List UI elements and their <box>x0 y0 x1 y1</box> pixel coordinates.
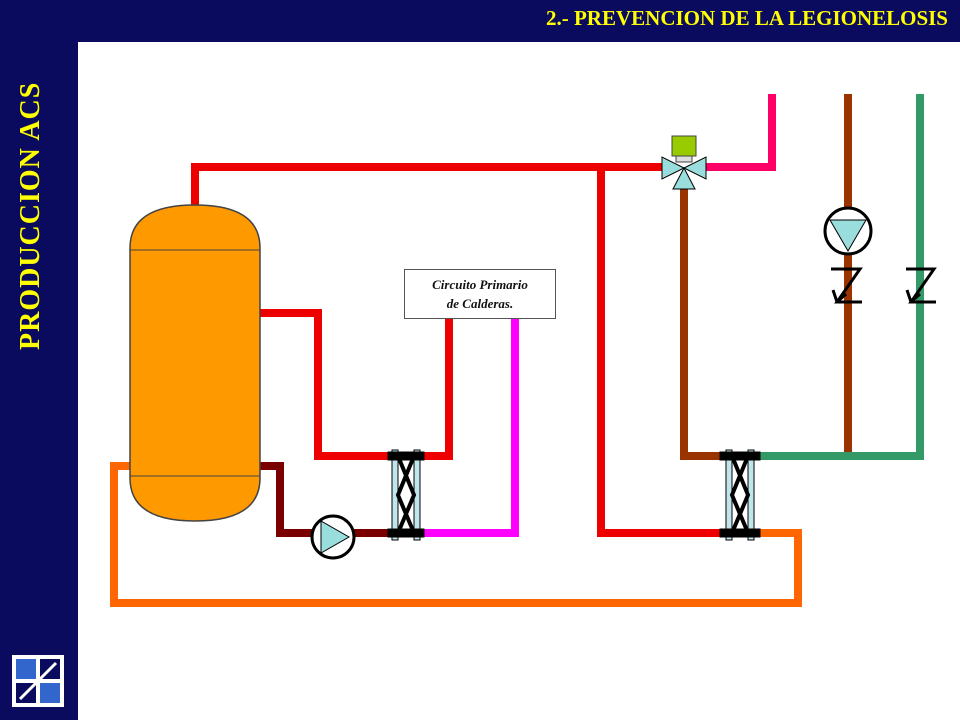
top-bar: 2.- PREVENCION DE LA LEGIONELOSIS <box>78 0 960 42</box>
primary-return-pipe <box>416 314 519 537</box>
mixed-outlet-pipe <box>702 94 776 171</box>
hot-supply-pipe <box>191 163 666 209</box>
label-line-1: Circuito Primario <box>432 277 528 292</box>
recirculation-return-pipe <box>110 462 802 607</box>
logo-icon <box>12 655 64 707</box>
check-valve-icon <box>905 267 937 304</box>
valve-return-pipe <box>680 184 726 460</box>
label-line-2: de Calderas. <box>446 296 514 311</box>
sidebar: PRODUCCION ACS <box>0 0 78 720</box>
page-title: 2.- PREVENCION DE LA LEGIONELOSIS <box>545 6 948 30</box>
tank-to-exchanger-pipe <box>258 309 396 460</box>
recirculation-pump-icon <box>823 206 873 256</box>
primary-circuit-label: Circuito Primario de Calderas. <box>404 269 556 319</box>
hot-branch-pipe <box>597 163 726 537</box>
heat-exchanger-primary <box>387 449 425 541</box>
heat-exchanger-secondary <box>719 449 761 541</box>
circulation-pump-icon <box>310 514 356 560</box>
primary-supply-pipe <box>416 314 453 460</box>
storage-tank <box>129 204 261 522</box>
three-way-valve-icon <box>661 135 707 190</box>
check-valve-icon <box>831 267 863 304</box>
green-return-pipe <box>752 94 924 460</box>
